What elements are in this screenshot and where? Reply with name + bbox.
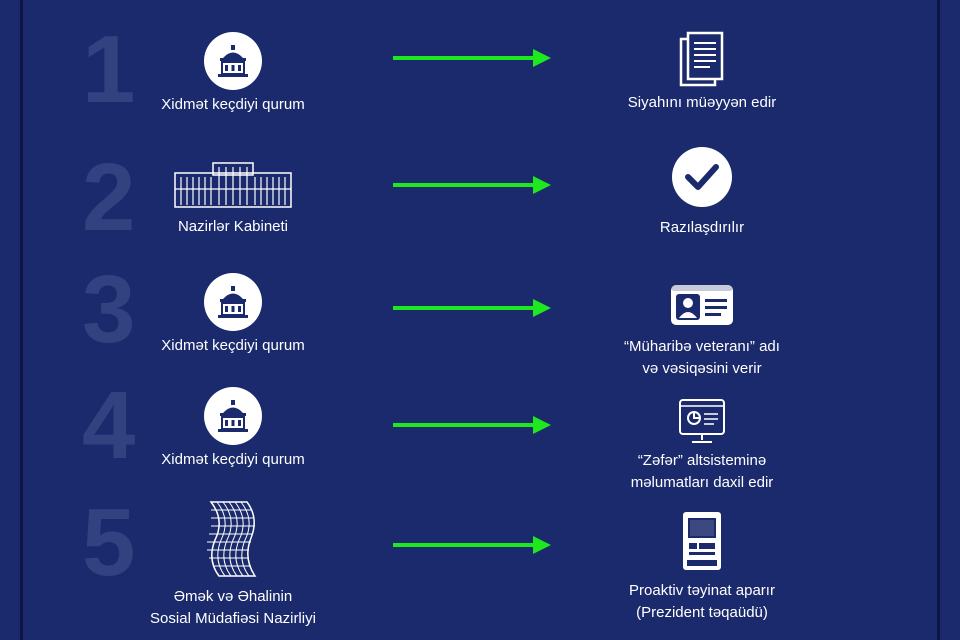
- arrow-icon: [393, 536, 551, 554]
- id-card-icon: [600, 284, 804, 326]
- arrow-icon: [393, 176, 551, 194]
- step-action: Proaktiv təyinat aparır (Prezident təqaü…: [600, 510, 804, 624]
- arrow-icon: [393, 299, 551, 317]
- building-icon: [204, 32, 262, 90]
- step-actor: Xidmət keçdiyi qurum: [140, 32, 326, 116]
- action-label-line-1: “Müharibə veteranı” adı: [624, 338, 780, 355]
- step-number: 5: [82, 489, 136, 596]
- step-action: Razılaşdırılır: [600, 147, 804, 239]
- arrow-icon: [393, 416, 551, 434]
- action-label-line-2: məlumatları daxil edir: [630, 474, 774, 491]
- step-number: 1: [82, 16, 136, 123]
- government-building-icon: [140, 160, 326, 210]
- action-label: Siyahını müəyyən edir: [627, 94, 777, 111]
- frame-right-border: [937, 0, 940, 640]
- action-label-line-2: (Prezident təqaüdü): [636, 604, 768, 621]
- action-label-line-2: və vəsiqəsini verir: [642, 360, 762, 377]
- skyscraper-icon: [140, 500, 326, 578]
- step-action: “Müharibə veteranı” adı və vəsiqəsini ve…: [600, 284, 804, 380]
- action-label-line-1: “Zəfər” altsisteminə: [637, 452, 767, 469]
- computer-icon: [600, 398, 804, 446]
- step-number: 4: [82, 372, 136, 479]
- actor-label: Xidmət keçdiyi qurum: [161, 96, 305, 113]
- actor-label: Xidmət keçdiyi qurum: [161, 337, 305, 354]
- step-actor: Xidmət keçdiyi qurum: [140, 273, 326, 357]
- actor-label: Nazirlər Kabineti: [177, 218, 289, 235]
- step-number: 3: [82, 256, 136, 363]
- step-action: “Zəfər” altsisteminə məlumatları daxil e…: [600, 398, 804, 494]
- frame-left-border: [20, 0, 23, 640]
- step-actor: Xidmət keçdiyi qurum: [140, 387, 326, 471]
- arrow-icon: [393, 49, 551, 67]
- building-icon: [204, 273, 262, 331]
- action-label-line-1: Proaktiv təyinat aparır: [629, 582, 775, 599]
- checkmark-icon: [672, 147, 732, 207]
- action-label: Razılaşdırılır: [659, 219, 745, 236]
- atm-icon: [600, 510, 804, 572]
- step-actor: Əmək və Əhalinin Sosial Müdafiəsi Nazirl…: [140, 500, 326, 630]
- step-action: Siyahını müəyyən edir: [600, 30, 804, 114]
- step-actor: Nazirlər Kabineti: [140, 160, 326, 238]
- actor-label: Xidmət keçdiyi qurum: [161, 451, 305, 468]
- document-icon: [600, 30, 804, 90]
- building-icon: [204, 387, 262, 445]
- actor-label-line-2: Sosial Müdafiəsi Nazirliyi: [150, 610, 316, 627]
- actor-label-line-1: Əmək və Əhalinin: [173, 588, 293, 605]
- step-number: 2: [82, 144, 136, 251]
